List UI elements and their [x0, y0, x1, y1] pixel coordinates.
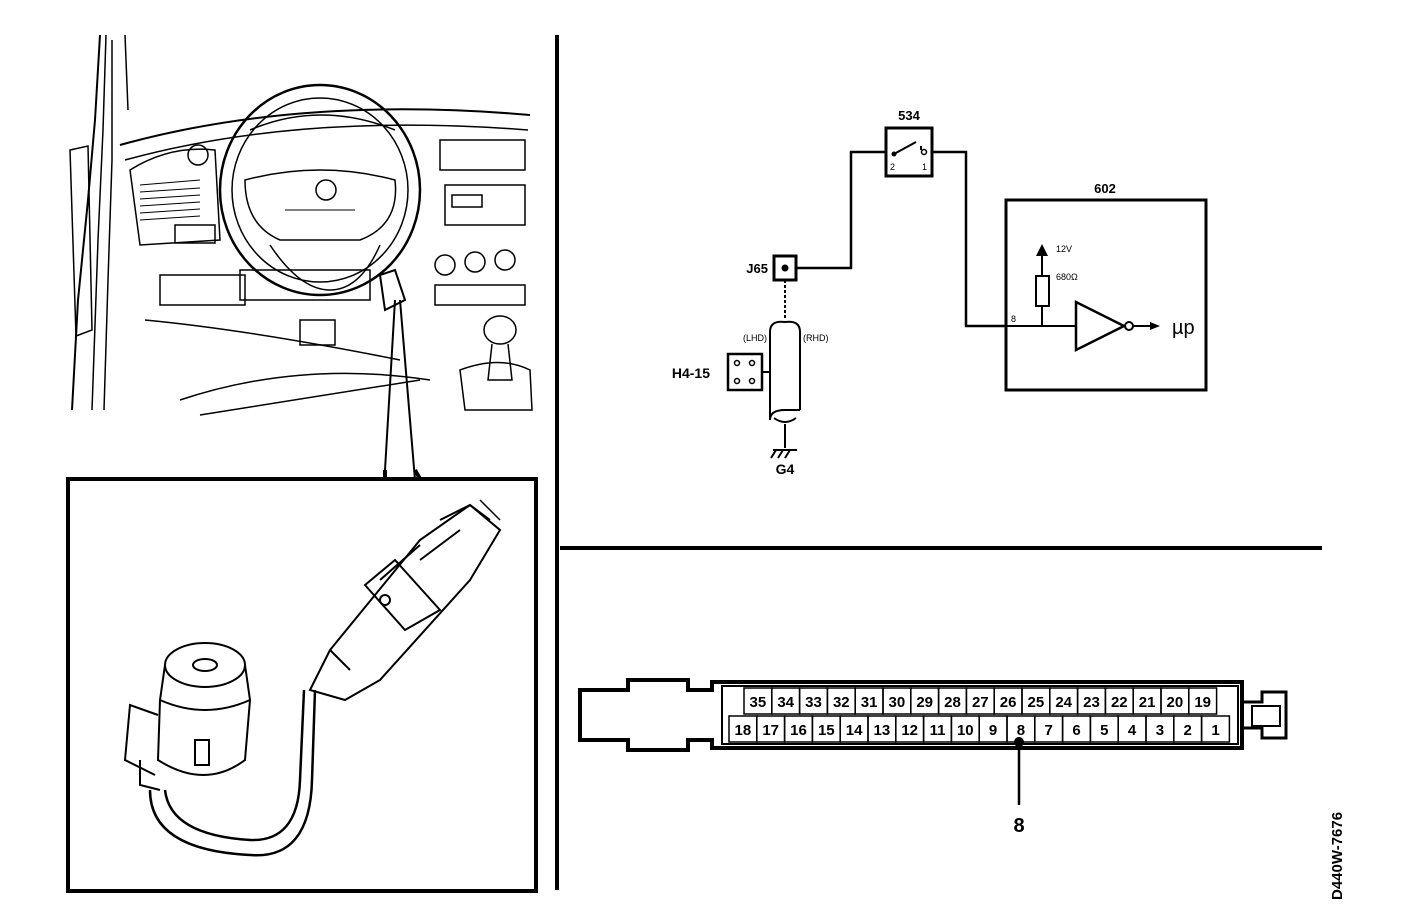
pin-8-callout: 8: [1013, 815, 1024, 837]
pin-number-9: 9: [989, 722, 997, 739]
pin-number-1: 1: [1211, 722, 1219, 739]
pin-number-34: 34: [777, 694, 794, 711]
module-602-box: [1004, 198, 1208, 392]
pin-number-21: 21: [1139, 694, 1156, 711]
lhd-rhd-split: [769, 320, 801, 421]
connector-housing: [578, 678, 1244, 752]
pin-number-11: 11: [930, 722, 946, 739]
drawing-id: D440W-7676: [1329, 812, 1346, 900]
pin-number-26: 26: [1000, 694, 1017, 711]
switch-terminal-1: [920, 148, 928, 156]
pin-number-22: 22: [1111, 694, 1128, 711]
pin-number-2: 2: [1184, 722, 1192, 739]
lhd-label: (LHD): [743, 333, 767, 343]
switch-pin-2-label: 2: [890, 162, 895, 172]
pin-number-30: 30: [889, 694, 906, 711]
pin-number-10: 10: [957, 722, 974, 739]
pin-number-29: 29: [916, 694, 933, 711]
j65-dot-icon: [781, 264, 789, 272]
h4-15-label: H4-15: [672, 365, 710, 381]
pin-number-16: 16: [790, 722, 807, 739]
h4-15-pin-icons: [733, 359, 756, 385]
j65-label: J65: [746, 261, 768, 276]
pin-number-28: 28: [944, 694, 961, 711]
pin-number-24: 24: [1055, 694, 1072, 711]
pin-number-27: 27: [972, 694, 989, 711]
inverter-icon: [1074, 299, 1127, 353]
resistor-label: 680Ω: [1056, 272, 1078, 282]
pin-number-4: 4: [1128, 722, 1137, 739]
pin-number-3: 3: [1156, 722, 1164, 739]
module-602-label: 602: [1094, 181, 1116, 196]
inset-pointer-right: [413, 469, 422, 480]
pin-number-35: 35: [750, 694, 767, 711]
rhd-label: (RHD): [803, 333, 829, 343]
pin-cell: [1200, 715, 1231, 743]
switch-contact-icon: [893, 141, 922, 155]
connector-pin-frame: [721, 685, 1239, 745]
wire-switch-to-j65: [797, 150, 886, 270]
pin-number-19: 19: [1194, 694, 1211, 711]
dashboard-illustration: [69, 34, 533, 481]
switch-terminal-2: [891, 151, 897, 157]
wire-switch-to-module: [932, 150, 1006, 328]
pin-number-18: 18: [735, 722, 752, 739]
module-pin-8-label: 8: [1011, 314, 1016, 324]
pin-number-33: 33: [805, 694, 822, 711]
pin-number-6: 6: [1072, 722, 1080, 739]
pin-cell: [1188, 687, 1218, 715]
switch-pin-1-label: 1: [922, 162, 927, 172]
pin-number-20: 20: [1167, 694, 1184, 711]
supply-arrow-icon: [1036, 244, 1048, 256]
pin-number-12: 12: [901, 722, 918, 739]
wiring-schematic: 534 2 1 J65 (LHD) (RHD) H4-15: [672, 108, 1208, 477]
pin-number-32: 32: [833, 694, 850, 711]
split-join: [773, 417, 797, 423]
switch-534-label: 534: [898, 108, 920, 123]
resistor-icon: [1035, 275, 1050, 307]
pin-number-25: 25: [1028, 694, 1045, 711]
pin-number-7: 7: [1045, 722, 1053, 739]
pin-number-31: 31: [861, 694, 878, 711]
switch-component-illustration: [123, 499, 502, 857]
pin-number-15: 15: [818, 722, 835, 739]
pin-number-8: 8: [1017, 722, 1025, 739]
pin-number-14: 14: [846, 722, 863, 739]
pin-number-5: 5: [1100, 722, 1108, 739]
ground-icon: [770, 449, 797, 459]
ground-label: G4: [776, 461, 795, 477]
supply-label: 12V: [1056, 244, 1072, 254]
connector-latch-icon: [1242, 690, 1288, 740]
h4-15-connector: [726, 352, 764, 392]
latch-inner: [1251, 705, 1281, 727]
output-arrow-icon: [1150, 322, 1160, 330]
output-label: µp: [1172, 317, 1195, 339]
pin-8-marker: [1014, 737, 1024, 747]
inset-frame: [66, 477, 538, 893]
pin-number-13: 13: [874, 722, 891, 739]
pin-number-23: 23: [1083, 694, 1100, 711]
pin-number-17: 17: [762, 722, 779, 739]
